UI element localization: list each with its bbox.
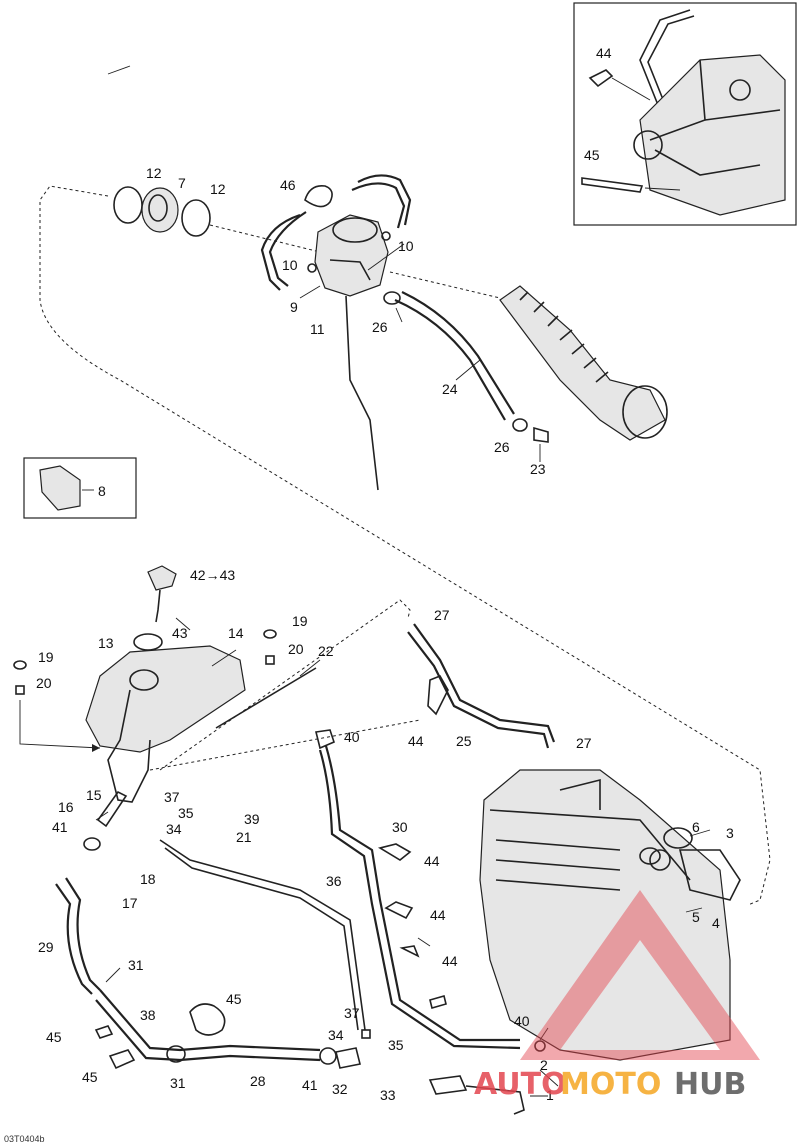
callout-3: 3 bbox=[726, 825, 734, 841]
callout-10-left: 10 bbox=[282, 257, 298, 273]
callout-44-inset: 44 bbox=[596, 45, 612, 61]
callout-6: 6 bbox=[692, 819, 700, 835]
part-8-inset bbox=[23, 457, 137, 519]
callout-32: 32 bbox=[332, 1081, 348, 1097]
callout-19-right: 19 bbox=[292, 613, 308, 629]
callout-13: 13 bbox=[98, 635, 114, 651]
callout-44-a: 44 bbox=[408, 733, 424, 749]
callout-11: 11 bbox=[310, 321, 325, 337]
callout-37-left: 37 bbox=[164, 789, 180, 805]
watermark-moto: MOTO bbox=[560, 1067, 661, 1102]
callout-42-43: 42→43 bbox=[190, 567, 235, 583]
callout-29: 29 bbox=[38, 939, 54, 955]
callout-8: 8 bbox=[98, 483, 106, 499]
callout-39: 39 bbox=[244, 811, 260, 827]
callout-27-bottom: 27 bbox=[576, 735, 592, 751]
callout-7: 7 bbox=[178, 175, 186, 191]
callout-45-inset: 45 bbox=[584, 147, 600, 163]
callout-31-bottom: 31 bbox=[170, 1075, 186, 1091]
engine-inset bbox=[573, 2, 797, 226]
carburetor-lower-assembly bbox=[13, 565, 741, 1115]
callout-45-a: 45 bbox=[226, 991, 242, 1007]
leader-lines bbox=[95, 65, 711, 1097]
automotohub-watermark: AUTO MOTO HUB bbox=[474, 890, 760, 1102]
callout-44-b: 44 bbox=[424, 853, 440, 869]
callout-26-top: 26 bbox=[372, 319, 388, 335]
callout-16: 16 bbox=[58, 799, 74, 815]
callout-25: 25 bbox=[456, 733, 472, 749]
callout-35-right: 35 bbox=[388, 1037, 404, 1053]
callout-41-right: 41 bbox=[302, 1077, 318, 1093]
diagram-code: 03T0404b bbox=[4, 1134, 45, 1144]
callout-36: 36 bbox=[326, 873, 342, 889]
callout-9: 9 bbox=[290, 299, 298, 315]
callout-20-left: 20 bbox=[36, 675, 52, 691]
callout-21: 21 bbox=[236, 829, 252, 845]
callout-10-right: 10 bbox=[398, 238, 414, 254]
callout-2: 2 bbox=[540, 1057, 548, 1073]
callout-24: 24 bbox=[442, 381, 458, 397]
callout-17: 17 bbox=[122, 895, 138, 911]
watermark-triangle-icon bbox=[520, 890, 760, 1060]
callout-44-c: 44 bbox=[430, 907, 446, 923]
callout-35-left: 35 bbox=[178, 805, 194, 821]
callout-18: 18 bbox=[140, 871, 156, 887]
callout-27-top: 27 bbox=[434, 607, 450, 623]
callout-38: 38 bbox=[140, 1007, 156, 1023]
callout-12-left: 12 bbox=[146, 165, 162, 181]
callout-43: 43 bbox=[172, 625, 188, 641]
callout-1: 1 bbox=[546, 1087, 554, 1103]
callout-14: 14 bbox=[228, 625, 244, 641]
callout-15: 15 bbox=[86, 787, 102, 803]
callout-5: 5 bbox=[692, 909, 700, 925]
callout-26-bottom: 26 bbox=[494, 439, 510, 455]
callout-30: 30 bbox=[392, 819, 408, 835]
callout-34-right: 34 bbox=[328, 1027, 344, 1043]
callout-22: 22 bbox=[318, 643, 334, 659]
callout-19-left: 19 bbox=[38, 649, 54, 665]
callout-20-right: 20 bbox=[288, 641, 304, 657]
callout-44-d: 44 bbox=[442, 953, 458, 969]
callout-45-b: 45 bbox=[46, 1029, 62, 1045]
callout-labels: 44 45 46 12 7 12 10 10 9 11 26 24 26 23 … bbox=[36, 45, 734, 1103]
callout-40-bottom: 40 bbox=[514, 1013, 530, 1029]
watermark-auto: AUTO bbox=[474, 1067, 567, 1102]
callout-4: 4 bbox=[712, 915, 720, 931]
callout-23: 23 bbox=[530, 461, 546, 477]
callout-46: 46 bbox=[280, 177, 296, 193]
callout-33: 33 bbox=[380, 1087, 396, 1103]
callout-37-right: 37 bbox=[344, 1005, 360, 1021]
callout-45-c: 45 bbox=[82, 1069, 98, 1085]
callout-28: 28 bbox=[250, 1073, 266, 1089]
callout-31-top: 31 bbox=[128, 957, 144, 973]
callout-40-top: 40 bbox=[344, 729, 360, 745]
carburetor-upper-assembly bbox=[39, 174, 771, 906]
callout-41-left: 41 bbox=[52, 819, 68, 835]
callout-12-right: 12 bbox=[210, 181, 226, 197]
callout-34-left: 34 bbox=[166, 821, 182, 837]
watermark-hub: HUB bbox=[674, 1067, 746, 1102]
